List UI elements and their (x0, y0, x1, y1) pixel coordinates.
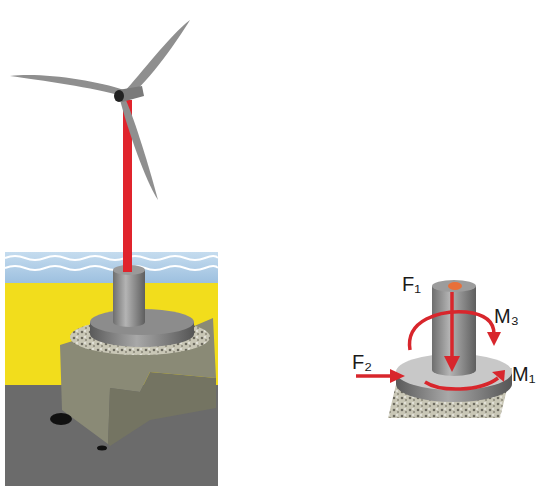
force-label: F₁ (402, 274, 421, 294)
sea (5, 252, 218, 283)
force-label: M₁ (512, 364, 535, 384)
boulder (97, 446, 107, 451)
excavation-shadow (108, 372, 216, 446)
core-dot (448, 282, 462, 290)
rotor (10, 20, 190, 200)
boulder (50, 413, 72, 425)
waves (5, 256, 218, 270)
force-label: F₂ (352, 352, 372, 372)
force-label: M₃ (494, 306, 519, 326)
load-arrows (356, 292, 498, 389)
model-pile (432, 286, 476, 376)
arrow-heads (390, 332, 505, 383)
hub (114, 90, 124, 102)
pile (113, 270, 145, 327)
model-pile-top (432, 280, 476, 292)
